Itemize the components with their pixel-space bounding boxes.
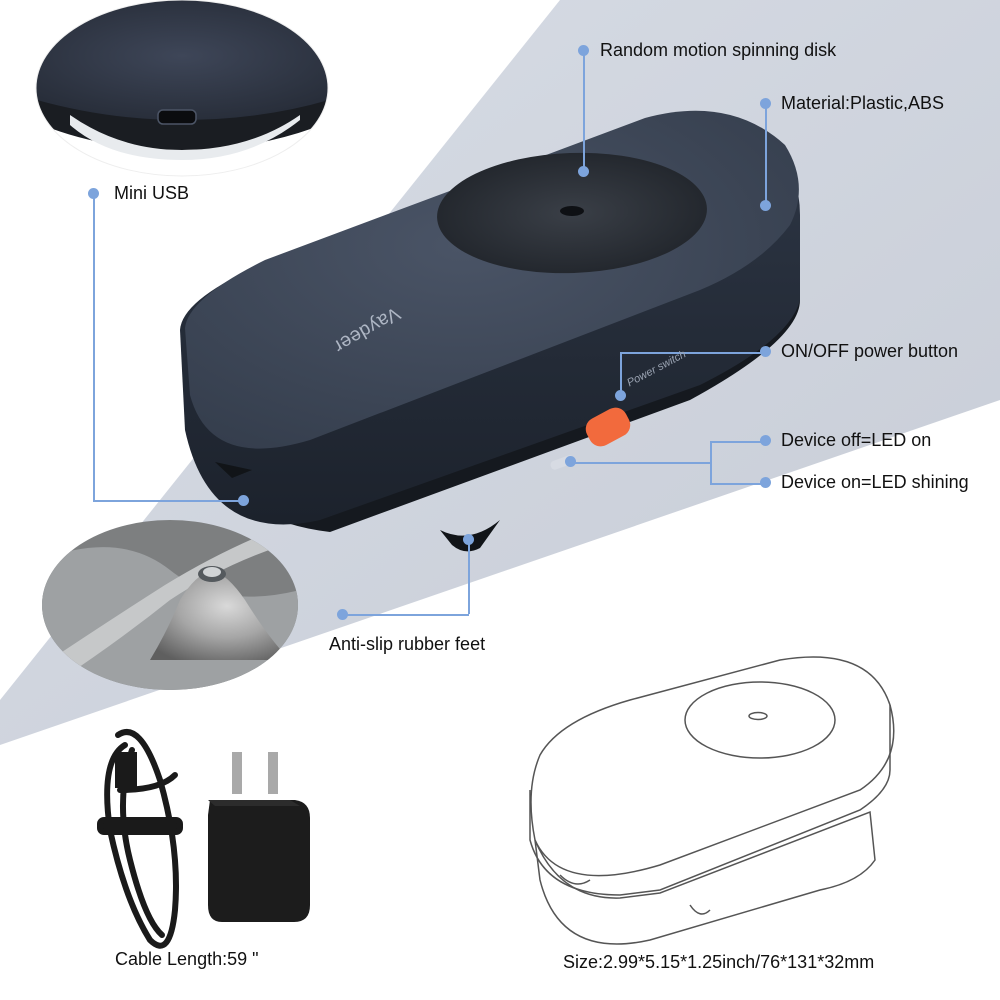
product-base	[180, 110, 800, 552]
led-on-label: Device on=LED shining	[781, 472, 969, 492]
charger-artwork	[208, 752, 310, 922]
usb-leader-horizontal	[93, 500, 243, 502]
led-on-leader	[710, 483, 765, 485]
material-leader	[765, 104, 767, 204]
power-leader-vertical	[620, 352, 622, 395]
usb-anchor-dot	[238, 495, 249, 506]
led-leader-horizontal	[570, 462, 710, 464]
usb-inset	[36, 0, 328, 176]
usb-leader-vertical	[93, 194, 95, 500]
material-callout-dot	[760, 98, 771, 109]
disk-callout-dot	[578, 45, 589, 56]
feet-inset	[42, 520, 298, 690]
led-off-callout-dot	[760, 435, 771, 446]
led-off-leader	[710, 441, 765, 443]
feet-leader-vertical	[468, 540, 470, 614]
disk-leader	[583, 52, 585, 170]
material-anchor-dot	[760, 200, 771, 211]
feet-callout-dot	[337, 609, 348, 620]
power-leader-horizontal	[620, 352, 765, 354]
size-label: Size:2.99*5.15*1.25inch/76*131*32mm	[563, 952, 875, 972]
led-anchor-dot	[565, 456, 576, 467]
outline-drawing	[529, 656, 895, 945]
feet-label: Anti-slip rubber feet	[329, 634, 486, 654]
disk-anchor-dot	[578, 166, 589, 177]
feet-leader-horizontal	[343, 614, 469, 616]
cable-length-label: Cable Length:59 "	[115, 949, 259, 969]
power-button-label: ON/OFF power button	[781, 341, 959, 361]
led-off-label: Device off=LED on	[781, 430, 932, 450]
material-label: Material:Plastic,ABS	[781, 93, 945, 113]
power-anchor-dot	[615, 390, 626, 401]
usb-callout-dot	[88, 188, 99, 199]
spinning-disk-label: Random motion spinning disk	[600, 40, 837, 60]
feet-anchor-dot	[463, 534, 474, 545]
power-callout-dot	[760, 346, 771, 357]
led-leader-vertical	[710, 441, 712, 483]
cable-artwork	[97, 729, 183, 949]
mini-usb-label: Mini USB	[114, 183, 190, 203]
led-on-callout-dot	[760, 477, 771, 488]
